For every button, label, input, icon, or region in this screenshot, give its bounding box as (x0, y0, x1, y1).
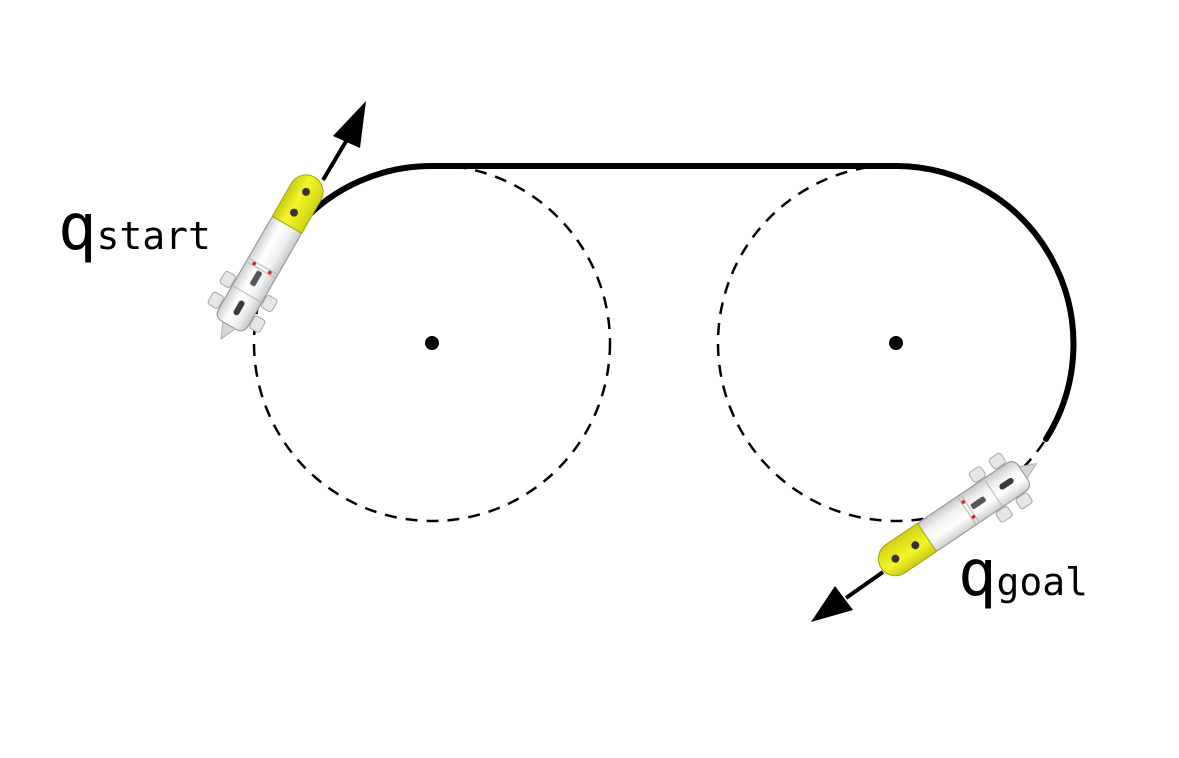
start-label-q: q (58, 191, 97, 265)
goal-label-subscript: goal (996, 560, 1089, 604)
goal-config-label: qgoal (958, 542, 1088, 606)
start-heading-arrow-icon (321, 101, 366, 182)
right-circle-center (889, 336, 903, 350)
left-turning-circle (252, 163, 612, 523)
left-circle-center (425, 336, 439, 350)
goal-heading-arrow-icon (811, 570, 885, 622)
start-label-subscript: start (96, 214, 211, 258)
start-robot-icon (194, 161, 342, 355)
goal-label-q: q (958, 537, 997, 611)
dubins-path (297, 162, 1077, 442)
start-config-label: qstart (58, 196, 211, 260)
